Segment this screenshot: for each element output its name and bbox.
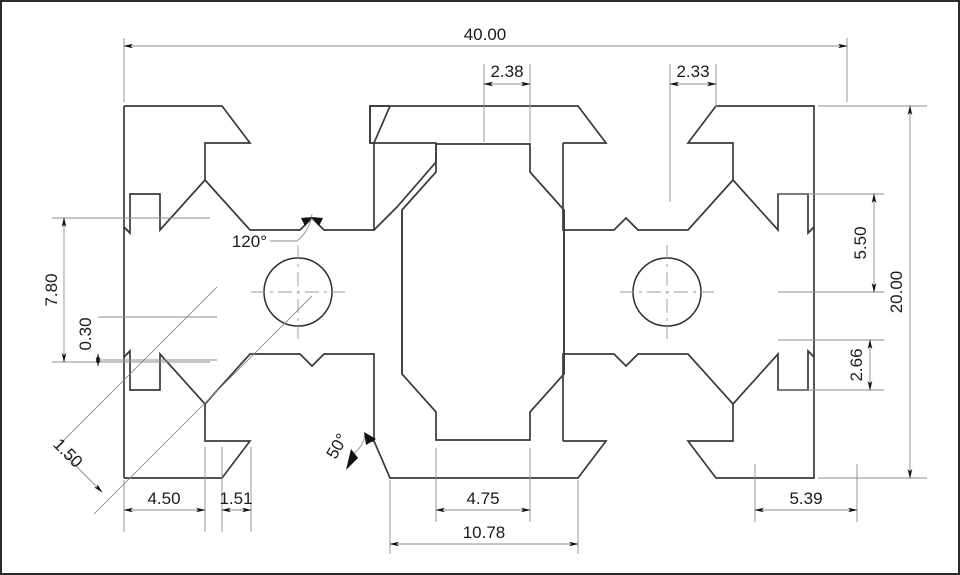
dim-top-slot-left: 2.38	[483, 62, 531, 142]
profile-top-center	[373, 105, 608, 144]
dim-bottom-right: 5.39	[754, 464, 858, 522]
profile-left-notch2	[123, 350, 131, 358]
dim-label-diagonal-chamfer: 1.50	[49, 435, 86, 472]
dim-bottom-left-long: 4.50	[123, 447, 206, 532]
profile-left-arm-bottom	[204, 353, 375, 442]
dim-bottom-center-inner: 4.75	[435, 448, 531, 522]
dim-label-top-slot-right: 2.33	[676, 62, 709, 81]
profile-core-octagon	[401, 143, 565, 441]
dim-label-right-height-lower: 2.66	[847, 348, 866, 381]
angle-notch-120: 120°	[232, 213, 323, 251]
angle-120-arrow-right	[312, 217, 323, 226]
dim-bottom-center-outer: 10.78	[389, 480, 579, 554]
profile-right-notch	[807, 226, 815, 234]
profile-bottom-center	[373, 440, 608, 479]
profile-left-bottom	[123, 348, 252, 479]
dim-top-slot-right: 2.33	[669, 62, 717, 202]
dim-label-bottom-center-inner: 4.75	[466, 489, 499, 508]
profile-right-arm-top	[562, 143, 734, 231]
angle-120-arrow-left	[301, 217, 312, 226]
angle-50-arrow-down	[346, 449, 358, 470]
dim-label-left-height-small: 0.30	[76, 317, 95, 350]
angle-50-leader	[352, 433, 366, 455]
profile-right-bottom	[686, 348, 815, 479]
profile-left-notch	[123, 226, 131, 234]
angle-chamfer-50: 50°	[323, 430, 376, 470]
dim-label-right-height-upper: 5.50	[851, 226, 870, 259]
angle-120-leader	[270, 213, 313, 242]
dim-left-height-large: 7.80	[42, 217, 210, 363]
angle-label-120: 120°	[232, 232, 267, 251]
dim-overall-width: 40.00	[123, 25, 848, 102]
dim-label-bottom-right: 5.39	[789, 489, 822, 508]
dim-right-height-upper: 5.50	[778, 193, 884, 293]
dim-label-bottom-left-long: 4.50	[147, 489, 180, 508]
profile-right-arm-bottom	[562, 353, 734, 441]
profile-right-top	[686, 105, 815, 236]
dim-left-height-small: 0.30	[76, 316, 217, 367]
profile-right-notch2	[807, 350, 815, 358]
bore-right	[620, 245, 714, 339]
bore-left	[251, 245, 345, 339]
dim-label-top-slot-left: 2.38	[490, 62, 523, 81]
profile-left-top	[123, 105, 252, 236]
dim-bottom-left-short: 1.51	[219, 447, 253, 532]
profile-left-arm-top	[204, 142, 375, 231]
extrusion-profile	[123, 105, 815, 479]
dim-overall-height: 20.00	[818, 105, 927, 479]
dim-label-overall-height: 20.00	[887, 271, 906, 314]
dim-label-bottom-left-short: 1.51	[219, 489, 252, 508]
dim-label-left-height-large: 7.80	[42, 273, 61, 306]
dim-label-bottom-center-outer: 10.78	[463, 523, 506, 542]
dim-label-overall-width: 40.00	[464, 25, 507, 44]
angle-label-50: 50°	[323, 430, 352, 462]
angle-50-arrow-up	[364, 432, 376, 445]
profile-top-band-left	[369, 105, 437, 231]
dim-right-height-lower: 2.66	[778, 339, 884, 391]
